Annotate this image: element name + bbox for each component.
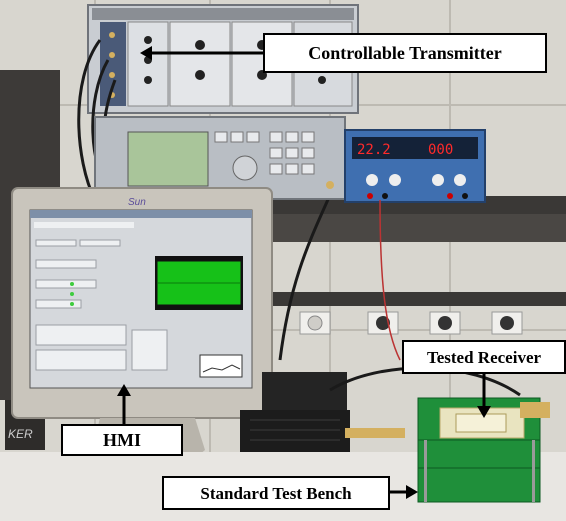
label-controllable-transmitter: Controllable Transmitter: [263, 33, 547, 73]
label-tested-receiver: Tested Receiver: [402, 340, 566, 374]
lower-shelf: [270, 292, 566, 306]
pcb-stack: [417, 397, 550, 503]
svg-text:22.2: 22.2: [357, 142, 391, 158]
dc-power-supply: 22.2 000: [344, 129, 486, 203]
signal-generator: [94, 116, 346, 200]
svg-text:KER: KER: [8, 427, 33, 441]
callout-arrows: [117, 46, 491, 499]
wall-sockets: [299, 311, 523, 335]
svg-text:000: 000: [428, 142, 453, 158]
label-standard-test-bench: Standard Test Bench: [162, 476, 390, 510]
monitor-brand: Sun: [128, 197, 146, 208]
label-hmi: HMI: [61, 424, 183, 456]
heatsink-amplifier: [240, 372, 350, 452]
